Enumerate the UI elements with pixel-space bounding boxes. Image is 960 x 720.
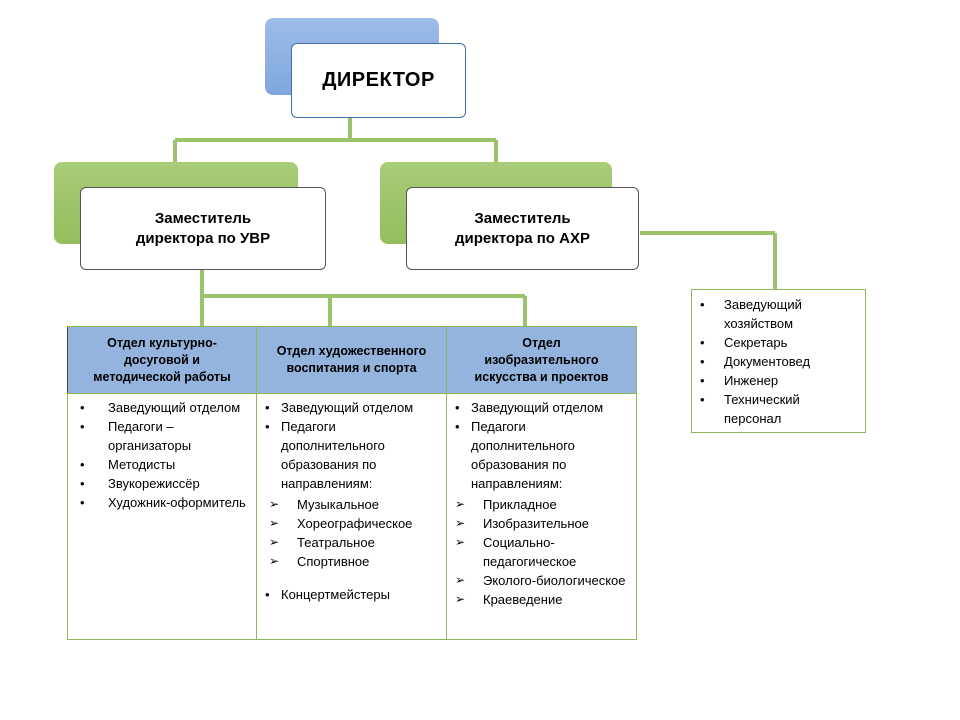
list-item: Концертмейстеры <box>263 585 442 604</box>
dept-3-directions-list: Прикладное Изобразительное Социально-пед… <box>453 495 632 609</box>
axr-staff-list: Заведующий хозяйством Секретарь Документ… <box>698 295 859 428</box>
dept-2-title: Отдел художественного воспитания и спорт… <box>256 326 447 394</box>
list-item: Педагоги дополнительного образования по … <box>453 417 632 493</box>
list-item: Документовед <box>698 352 859 371</box>
list-item: Заведующий отделом <box>453 398 632 417</box>
dept-2-cell: Заведующий отделом Педагоги дополнительн… <box>256 393 447 640</box>
dept-1-cell: Заведующий отделом Педагоги – организато… <box>67 393 257 640</box>
list-item: Методисты <box>74 455 252 474</box>
dept-2-directions-list: Музыкальное Хореографическое Театральное… <box>263 495 442 571</box>
dept-1-title: Отдел культурно-досуговой и методической… <box>67 326 257 394</box>
list-item: Социально-педагогическое <box>453 533 632 571</box>
list-item: Инженер <box>698 371 859 390</box>
list-item: Краеведение <box>453 590 632 609</box>
list-item: Музыкальное <box>263 495 442 514</box>
dept-2-extra-list: Концертмейстеры <box>263 585 442 604</box>
departments-table: Отдел культурно-досуговой и методической… <box>67 326 637 640</box>
dept-3-cell: Заведующий отделом Педагоги дополнительн… <box>446 393 637 640</box>
list-item: Педагоги дополнительного образования по … <box>263 417 442 493</box>
list-item: Художник-оформитель <box>74 493 252 512</box>
list-item: Прикладное <box>453 495 632 514</box>
list-item: Спортивное <box>263 552 442 571</box>
list-item: Эколого-биологическое <box>453 571 632 590</box>
dept-2-staff-list: Заведующий отделом Педагоги дополнительн… <box>263 398 442 493</box>
list-item: Театральное <box>263 533 442 552</box>
list-item: Заведующий отделом <box>263 398 442 417</box>
dept-1-staff-list: Заведующий отделом Педагоги – организато… <box>74 398 252 512</box>
deputy-uvr-box: Заместитель директора по УВР <box>80 187 326 270</box>
deputy-axr-title: Заместитель директора по АХР <box>455 209 590 247</box>
departments-header-row: Отдел культурно-досуговой и методической… <box>67 326 637 394</box>
list-item: Заведующий хозяйством <box>698 295 859 333</box>
dept-3-staff-list: Заведующий отделом Педагоги дополнительн… <box>453 398 632 493</box>
deputy-axr-box: Заместитель директора по АХР <box>406 187 639 270</box>
list-item: Секретарь <box>698 333 859 352</box>
deputy-uvr-title: Заместитель директора по УВР <box>135 209 271 247</box>
list-item: Заведующий отделом <box>74 398 252 417</box>
list-item: Изобразительное <box>453 514 632 533</box>
list-item: Хореографическое <box>263 514 442 533</box>
director-box: ДИРЕКТОР <box>291 43 466 118</box>
departments-body-row: Заведующий отделом Педагоги – организато… <box>67 393 637 640</box>
list-item: Педагоги – организаторы <box>74 417 252 455</box>
axr-staff-box: Заведующий хозяйством Секретарь Документ… <box>691 289 866 433</box>
list-item: Звукорежиссёр <box>74 474 252 493</box>
director-title: ДИРЕКТОР <box>322 69 435 91</box>
list-item: Технический персонал <box>698 390 859 428</box>
dept-3-title: Отдел изобразительного искусства и проек… <box>446 326 637 394</box>
